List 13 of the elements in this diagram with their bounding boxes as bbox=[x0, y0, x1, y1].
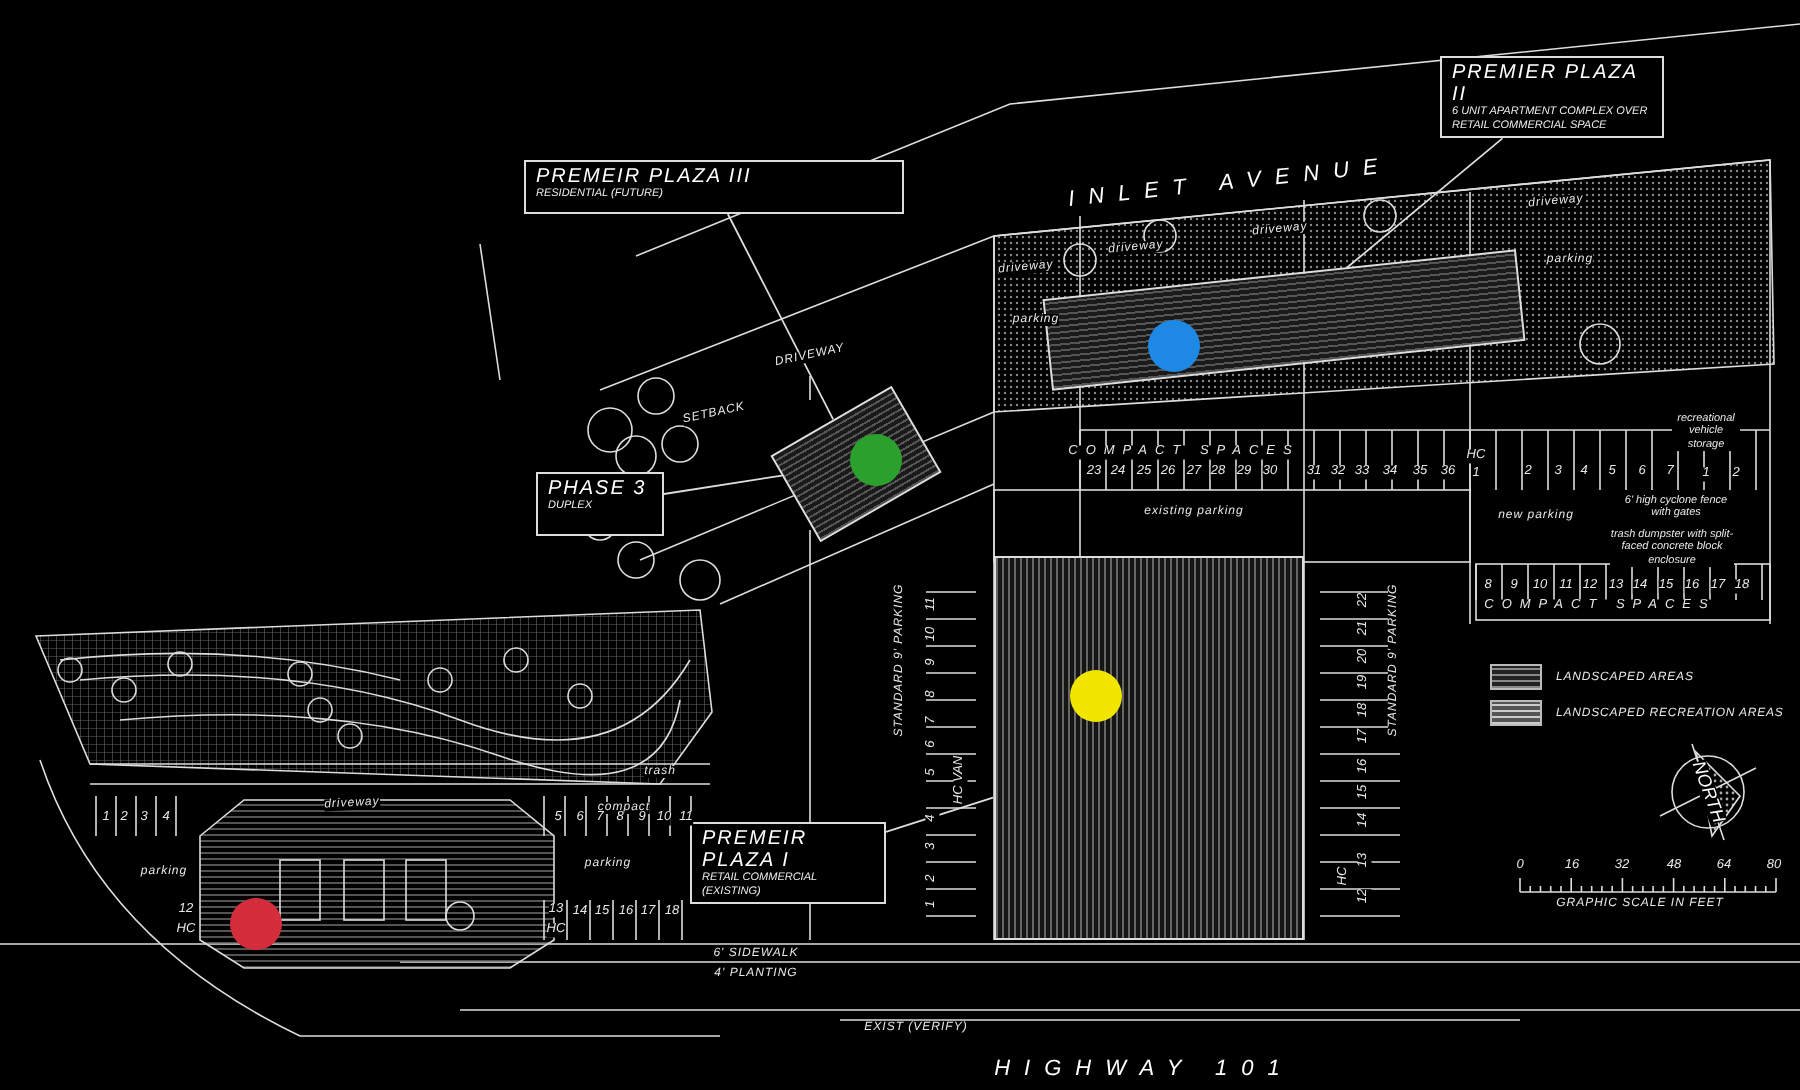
callout-title: PREMIER PLAZA II bbox=[1452, 62, 1640, 106]
callout-box bbox=[524, 160, 904, 214]
leader-line bbox=[663, 474, 783, 495]
callout-title: PHASE 3 bbox=[548, 478, 649, 500]
leader-line bbox=[726, 213, 835, 421]
callout-box bbox=[1440, 56, 1664, 139]
callout-box bbox=[690, 822, 886, 905]
callout-title: PREMEIR PLAZA I bbox=[702, 828, 810, 872]
callout-title: PREMEIR PLAZA III bbox=[536, 166, 754, 188]
leader-line bbox=[885, 796, 994, 833]
building-roof bbox=[993, 556, 1303, 940]
callout-box bbox=[536, 472, 664, 536]
leader-line bbox=[1346, 137, 1504, 268]
